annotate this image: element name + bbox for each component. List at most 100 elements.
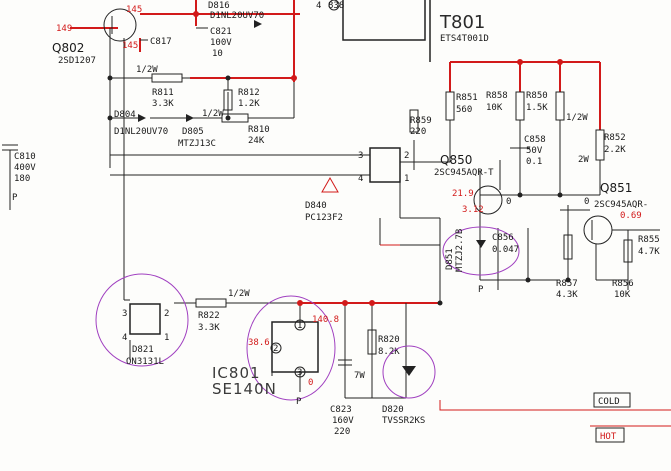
c823-r820-group: C823 160V 220 R820 8.2K 7W xyxy=(330,329,400,437)
ic801-label: IC801 xyxy=(212,364,261,382)
cold-zone-box xyxy=(593,392,631,408)
hot-zone-box xyxy=(595,427,625,443)
c856-value: 0.047 xyxy=(492,245,519,255)
d816-symbol xyxy=(254,20,262,28)
r859-body xyxy=(409,109,419,133)
q802-transistor: Q802 2SD1207 145 149 145 xyxy=(52,5,142,66)
c810-voltage: 400V xyxy=(14,163,36,173)
r822-resistor: 1/2W R822 3.3K xyxy=(195,289,250,333)
d820-tvs: D820 TVSSR2KS xyxy=(382,345,436,426)
d804-label: D804 xyxy=(114,110,136,120)
d840-label: D840 xyxy=(305,201,327,211)
d820-symbol xyxy=(402,366,416,376)
volt-0-ic: 0 xyxy=(308,378,313,388)
volt-38-6: 38.6 xyxy=(248,338,270,348)
r857-label: R857 xyxy=(556,279,578,289)
d805-part: MTZJ13C xyxy=(178,139,216,149)
d851-c856-group: D851 MTZJ2.7B C856 0.047 P xyxy=(442,226,520,295)
r857-value: 4.3K xyxy=(556,290,578,300)
r811-body xyxy=(151,73,183,83)
r812-label: R812 xyxy=(238,88,260,98)
cold-hot-divider xyxy=(439,400,671,411)
signal-wiring xyxy=(9,28,660,399)
d821-body xyxy=(129,303,161,335)
r850-wattage: 1/2W xyxy=(566,113,588,123)
q851-volt-0: 0 xyxy=(584,197,589,207)
r857-body xyxy=(563,234,573,260)
hot-zone-label: HOT xyxy=(600,432,617,442)
q851-label: Q851 xyxy=(600,181,632,195)
r859-value: 220 xyxy=(410,127,426,137)
r852-body xyxy=(595,129,605,161)
r856-value: 10K xyxy=(614,290,631,300)
c821-label: C821 xyxy=(210,27,232,37)
c823-value: 220 xyxy=(334,427,350,437)
secondary-resistors: R859 220 R851 560 R858 10K R850 1.5K 1/2… xyxy=(409,91,626,167)
r852-value: 2.2K xyxy=(604,145,626,155)
q850-volt-0: 0 xyxy=(506,197,511,207)
t801-pin-node-label: 838 xyxy=(328,1,344,11)
r810-body xyxy=(221,113,249,123)
c823-voltage: 160V xyxy=(332,416,354,426)
r820-value: 8.2K xyxy=(378,347,400,357)
ic801-body xyxy=(271,321,319,373)
c817-label: C817 xyxy=(150,37,172,47)
q850-label: Q850 xyxy=(440,153,472,167)
c858-value: 0.1 xyxy=(526,157,542,167)
c823-label: C823 xyxy=(330,405,352,415)
ic801-pin3: 3 xyxy=(297,368,302,378)
q851-part: 2SC945AQR- xyxy=(594,200,648,210)
highlight-ic801 xyxy=(246,295,336,401)
volt-145-mid: 145 xyxy=(122,41,138,51)
r855-value: 4.7K xyxy=(638,247,660,257)
r820-label: R820 xyxy=(378,335,400,345)
c821-voltage: 100V xyxy=(210,38,232,48)
r855-body xyxy=(623,239,633,263)
c858-voltage: 50V xyxy=(526,146,543,156)
d816-label: D816 xyxy=(208,1,230,11)
volt-140-8: 140.8 xyxy=(312,315,339,325)
r812-body xyxy=(223,89,233,111)
d840-body xyxy=(369,147,401,183)
r858-body xyxy=(515,91,525,121)
r811-value: 3.3K xyxy=(152,99,174,109)
q851-transistor: Q851 2SC945AQR- 0.69 0 xyxy=(583,181,648,245)
c856-label: C856 xyxy=(492,233,514,243)
volt-21-9: 21.9 xyxy=(452,189,474,199)
d804-part: D1NL20UV70 xyxy=(114,127,168,137)
r850-label: R850 xyxy=(526,91,548,101)
d816-part: D1NL20UV70 xyxy=(210,11,264,21)
r822-value: 3.3K xyxy=(198,323,220,333)
bias-network: 1/2W R811 3.3K R812 1.2K D804 D1NL20UV70… xyxy=(114,65,270,149)
r822-wattage: 1/2W xyxy=(228,289,250,299)
ic801-part: SE140N xyxy=(212,380,277,398)
d821-label: D821 xyxy=(132,345,154,355)
r822-label: R822 xyxy=(198,311,220,321)
r858-value: 10K xyxy=(486,103,503,113)
c858-label: C858 xyxy=(524,135,546,145)
q850-part: 2SC945AQR-T xyxy=(434,168,494,178)
junctions-black xyxy=(107,75,571,306)
d820-part: TVSSR2KS xyxy=(382,416,425,426)
c810-label: C810 xyxy=(14,152,36,162)
d851-symbol xyxy=(476,240,486,248)
d840-pin3: 3 xyxy=(358,151,363,161)
transformer-t801: T801 ETS4T001D 4 838 xyxy=(316,0,489,62)
d840-part: PC123F2 xyxy=(305,213,343,223)
q851-bias: R857 4.3K R855 4.7K R856 10K xyxy=(556,234,660,300)
d821-pin2: 2 xyxy=(164,309,169,319)
c810-ground: P xyxy=(12,193,18,203)
r859-label: R859 xyxy=(410,116,432,126)
r856-label: R856 xyxy=(612,279,634,289)
d821-photocoupler: 3 4 2 1 D821 ON3131L xyxy=(95,273,189,367)
r858-label: R858 xyxy=(486,91,508,101)
d816-c821-group: D816 D1NL20UV70 C821 100V 10 C817 xyxy=(140,1,264,59)
r820-wattage: 7W xyxy=(354,371,365,381)
t801-label: T801 xyxy=(439,12,485,33)
junctions xyxy=(193,11,563,306)
d840-pin2: 2 xyxy=(404,151,409,161)
d821-pin4: 4 xyxy=(122,333,127,343)
ic801-ground: P xyxy=(296,397,302,407)
r851-body xyxy=(445,91,455,121)
